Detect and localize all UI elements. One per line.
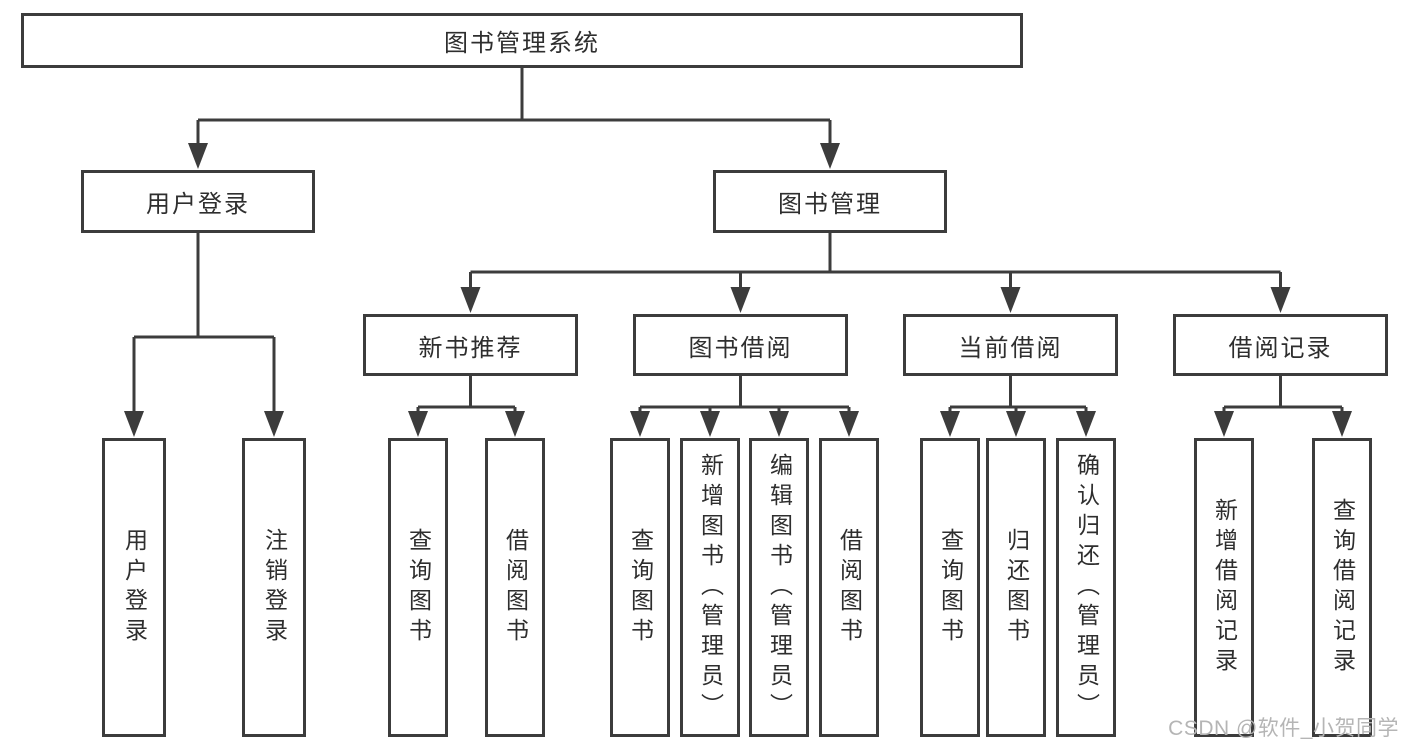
node-borrowing-records: 借阅记录 <box>1173 314 1388 376</box>
leaf-user-login: 用户登录 <box>102 438 166 737</box>
connector-new-book-recommend-children <box>408 376 525 437</box>
leaf-query-books-borrowing: 查询图书 <box>610 438 670 737</box>
node-book-borrowing: 图书借阅 <box>633 314 848 376</box>
leaf-return-books: 归还图书 <box>986 438 1046 737</box>
node-root-library-management-system: 图书管理系统 <box>21 13 1023 68</box>
connector-borrowing-records-children <box>1214 376 1352 437</box>
leaf-confirm-return-admin: 确认归还（管理员） <box>1056 438 1116 737</box>
leaf-edit-books-admin: 编辑图书（管理员） <box>749 438 809 737</box>
leaf-add-borrow-record: 新增借阅记录 <box>1194 438 1254 737</box>
csdn-watermark: CSDN @软件_小贺同学 <box>1168 717 1399 740</box>
connector-root-to-branches <box>188 68 840 169</box>
leaf-logout: 注销登录 <box>242 438 306 737</box>
node-user-login: 用户登录 <box>81 170 315 233</box>
node-new-book-recommend: 新书推荐 <box>363 314 578 376</box>
leaf-query-books-recommend: 查询图书 <box>388 438 448 737</box>
connector-book-borrowing-children <box>630 376 859 437</box>
leaf-borrow-books-recommend: 借阅图书 <box>485 438 545 737</box>
connector-current-borrowing-children <box>940 376 1096 437</box>
node-book-management: 图书管理 <box>713 170 947 233</box>
connector-user-login-children <box>124 233 284 437</box>
leaf-query-borrow-record: 查询借阅记录 <box>1312 438 1372 737</box>
leaf-borrow-books: 借阅图书 <box>819 438 879 737</box>
leaf-add-books-admin: 新增图书（管理员） <box>680 438 740 737</box>
leaf-query-books-current: 查询图书 <box>920 438 980 737</box>
connector-book-management-sections <box>460 233 1291 313</box>
node-current-borrowing: 当前借阅 <box>903 314 1118 376</box>
